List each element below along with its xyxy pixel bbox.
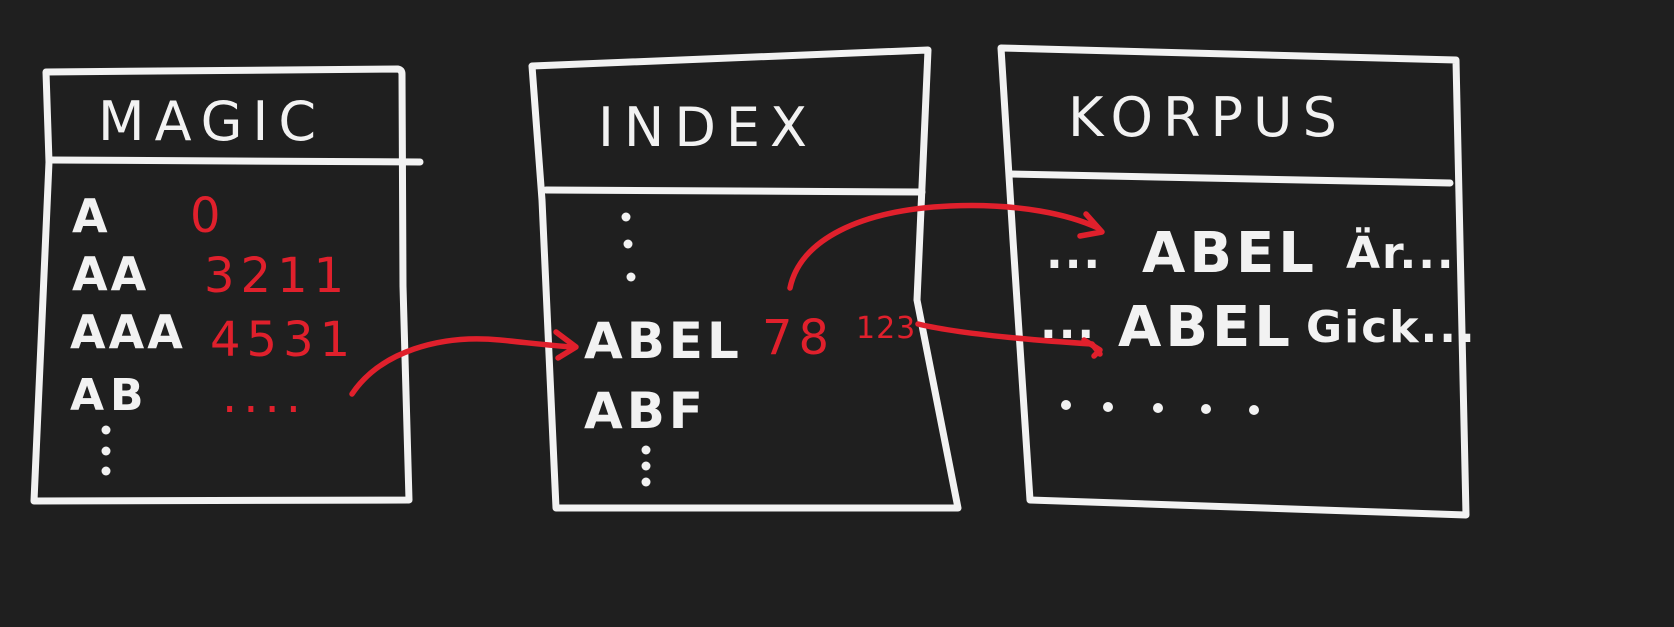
arrow-index-to-korpus-2 bbox=[915, 321, 1103, 357]
index-offset-small: 123 bbox=[856, 311, 916, 346]
pointer-arrows bbox=[349, 202, 1105, 397]
index-table-border bbox=[528, 46, 962, 512]
magic-table-border bbox=[30, 65, 413, 505]
magic-key: AB bbox=[70, 370, 150, 421]
arrow-index-to-korpus-1 bbox=[787, 202, 1101, 291]
index-table-title: INDEX bbox=[598, 96, 817, 159]
magic-value: .... bbox=[222, 368, 307, 424]
arrow-head bbox=[1077, 211, 1105, 239]
arrow-head bbox=[553, 329, 579, 361]
korpus-table-title: KORPUS bbox=[1068, 86, 1347, 149]
korpus-word: ABEL bbox=[1142, 221, 1318, 286]
index-table-header-divider bbox=[542, 186, 926, 196]
magic-key: A bbox=[72, 189, 111, 243]
index-offset: 78 bbox=[762, 310, 835, 366]
korpus-rest: Gick... bbox=[1306, 302, 1477, 353]
korpus-continuation-dots bbox=[1061, 400, 1259, 415]
index-term: ABF bbox=[584, 382, 707, 440]
korpus-table: KORPUS ... ABEL Är... ... ABEL Gick... bbox=[997, 44, 1477, 519]
magic-continuation-dots bbox=[101, 425, 111, 476]
index-table: INDEX ABEL 78 123 ABF bbox=[528, 46, 962, 512]
index-leading-dots bbox=[621, 212, 636, 282]
arrow-head bbox=[1081, 337, 1103, 359]
magic-table: MAGIC A AA AAA AB 0 3211 4531 .... bbox=[30, 65, 424, 505]
magic-key: AA bbox=[72, 247, 149, 301]
magic-table-header-divider bbox=[46, 156, 424, 166]
magic-value: 4531 bbox=[210, 312, 356, 368]
magic-key: AAA bbox=[70, 305, 186, 359]
korpus-word: ABEL bbox=[1118, 295, 1294, 360]
index-trailing-dots bbox=[641, 445, 651, 487]
magic-table-title: MAGIC bbox=[98, 90, 326, 153]
index-term: ABEL bbox=[584, 312, 743, 370]
magic-value: 0 bbox=[190, 188, 227, 244]
korpus-rest: Är... bbox=[1346, 226, 1456, 279]
magic-value: 3211 bbox=[204, 248, 350, 304]
korpus-table-header-divider bbox=[1006, 170, 1454, 187]
arrow-magic-to-index bbox=[349, 336, 575, 397]
